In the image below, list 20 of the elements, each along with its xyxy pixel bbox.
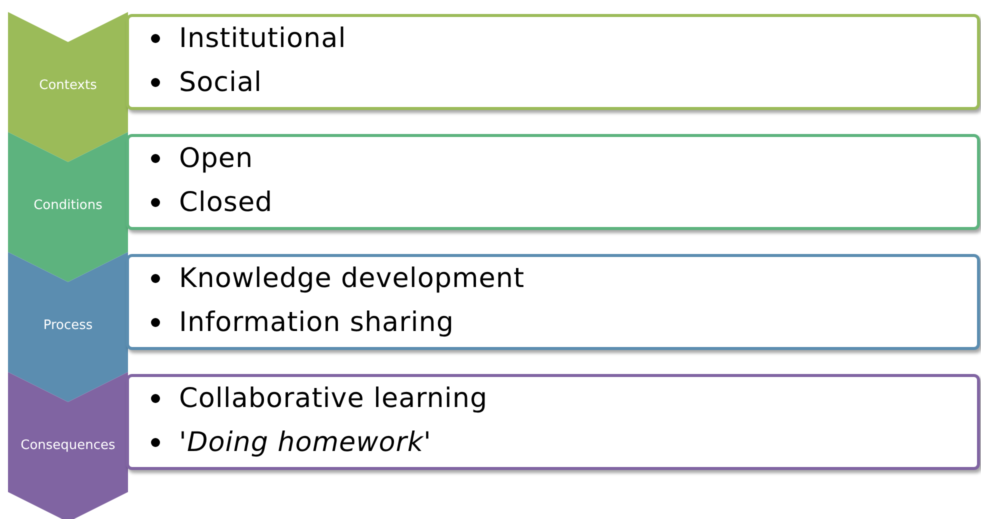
bullet-text: Closed [179,187,273,218]
chevron-shape [8,132,128,282]
bullet-text: Open [179,143,254,174]
bullet-list-box [126,374,980,470]
bullet-text: 'Doing homework' [179,427,432,458]
bullet-list-box [126,134,980,230]
bullet-text: Institutional [179,23,346,54]
bullet-text: Social [179,67,262,98]
chevron-shape [8,12,128,162]
bullet-text: Knowledge development [179,263,525,294]
chevron-shape [8,372,128,519]
bullet-text: Collaborative learning [179,383,488,414]
stage-label: Contexts [38,78,98,93]
bullet-text: Information sharing [179,307,454,338]
bullet-list-box [126,254,980,350]
stage-label: Process [42,318,94,333]
stage-label: Consequences [20,438,116,453]
bullet-list-box [126,14,980,110]
stage-label: Conditions [32,198,104,213]
chevron-shape [8,252,128,402]
